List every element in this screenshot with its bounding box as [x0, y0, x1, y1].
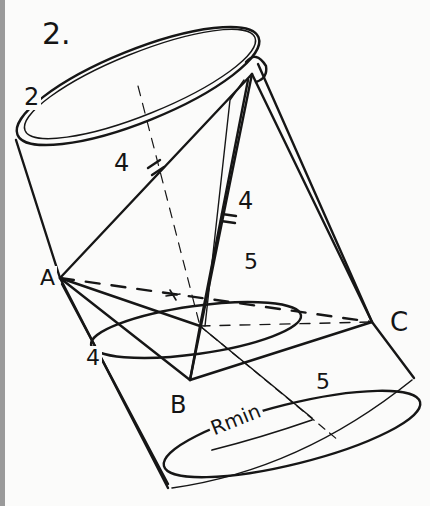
dimension-label: C [388, 308, 410, 336]
dimension-label: 4 [84, 346, 102, 370]
dimension-label: A [38, 266, 57, 290]
radius-label: Rmin [206, 399, 266, 440]
dimension-label: 5 [242, 250, 260, 274]
dimension-label: 4 [236, 188, 255, 214]
problem-number: 2. [40, 18, 73, 50]
dimension-label: B [168, 392, 188, 418]
dimension-label: 4 [112, 150, 131, 176]
dimension-label: 5 [314, 370, 332, 394]
dimension-label: 2 [22, 84, 41, 110]
